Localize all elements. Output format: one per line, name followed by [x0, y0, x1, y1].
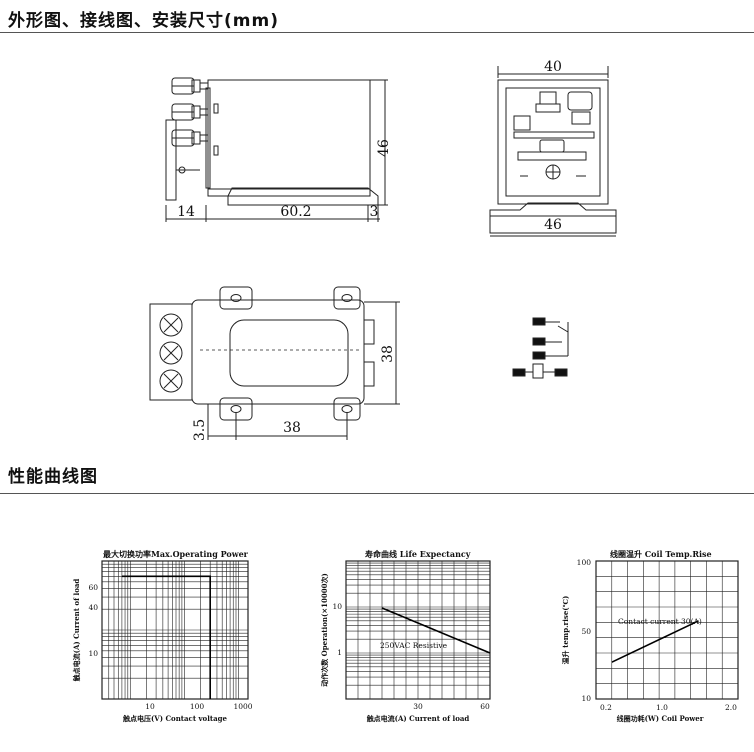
section-divider	[0, 32, 754, 33]
chart-temp-xtick: 0.2	[600, 703, 612, 712]
chart-temp-frame	[595, 560, 739, 700]
chart-temp-xtick: 2.0	[725, 703, 737, 712]
chart-temp-title: 线圈温升 Coil Temp.Rise	[610, 549, 712, 559]
dim-side-right: 3	[370, 204, 379, 220]
chart-power-title: 最大切换功率Max.Operating Power	[103, 549, 249, 559]
chart-temp-grid	[596, 561, 738, 699]
chart-life-series-line	[381, 607, 491, 654]
dim-top-height: 38	[380, 345, 396, 363]
chart-temp-ylabel: 温升 temp.rise(℃)	[561, 596, 570, 665]
chart-power-ytick: 40	[88, 603, 98, 612]
dim-end-width-top: 40	[544, 59, 562, 75]
chart-power-xtick: 100	[190, 702, 205, 711]
dim-top-width: 38	[283, 420, 301, 436]
chart-temp-ytick: 100	[577, 558, 592, 567]
terminal-screw-icon	[159, 313, 183, 337]
chart-temp-xtick: 1.0	[656, 703, 668, 712]
chart-temp-annotation: Contact current 30(A)	[618, 617, 702, 626]
chart-life-xtick: 60	[480, 702, 490, 711]
terminal-screw-icon	[171, 77, 209, 95]
dim-side-length: 60.2	[280, 204, 311, 220]
chart-power-series-line	[121, 575, 211, 699]
wiring-diagram	[512, 317, 569, 379]
end-view	[489, 66, 617, 237]
section-title-performance: 性能曲线图	[8, 467, 98, 487]
chart-life-grid	[346, 561, 490, 699]
chart-temp-xlabel: 线圈功耗(W) Coil Power	[617, 714, 704, 723]
chart-power-xlabel: 触点电压(V) Contact voltage	[122, 714, 228, 723]
chart-power-xtick: 1000	[233, 702, 252, 711]
chart-temp-series-line	[611, 620, 699, 663]
terminal-screw-icon	[159, 341, 183, 365]
terminal-screw-icon	[171, 129, 209, 147]
chart-power-ytick: 10	[88, 649, 98, 658]
chart-life-xlabel: 触点电流(A) Current of load	[366, 714, 470, 723]
terminal-screw-icon	[159, 369, 183, 393]
dim-top-offset: 3.5	[192, 419, 208, 441]
dim-side-left: 14	[177, 204, 195, 220]
dim-end-width-base: 46	[544, 217, 562, 233]
side-view	[165, 77, 388, 222]
chart-life-series-label: 250VAC Resistive	[380, 641, 448, 650]
chart-temp-ytick: 50	[581, 627, 591, 636]
chart-life-title: 寿命曲线 Life Expectancy	[365, 549, 471, 559]
chart-power-xtick: 10	[145, 702, 155, 711]
top-view	[149, 286, 400, 440]
dim-side-height: 46	[376, 139, 392, 157]
section-title-dimensions: 外形图、接线图、安装尺寸(mm)	[8, 11, 279, 31]
chart-power-ylabel: 触点电流(A) Current of load	[72, 579, 81, 683]
chart-life-ylabel: 动作次数 Operation(×10000次)	[320, 573, 329, 687]
section-divider	[0, 493, 754, 494]
terminal-screw-icon	[171, 103, 209, 121]
chart-life-xtick: 30	[413, 702, 423, 711]
chart-power-ytick: 60	[88, 583, 98, 592]
chart-life-ytick: 10	[332, 602, 342, 611]
chart-temp-ytick: 10	[581, 694, 591, 703]
chart-life-ytick: 1	[337, 648, 342, 657]
chart-power-grid	[102, 561, 248, 699]
